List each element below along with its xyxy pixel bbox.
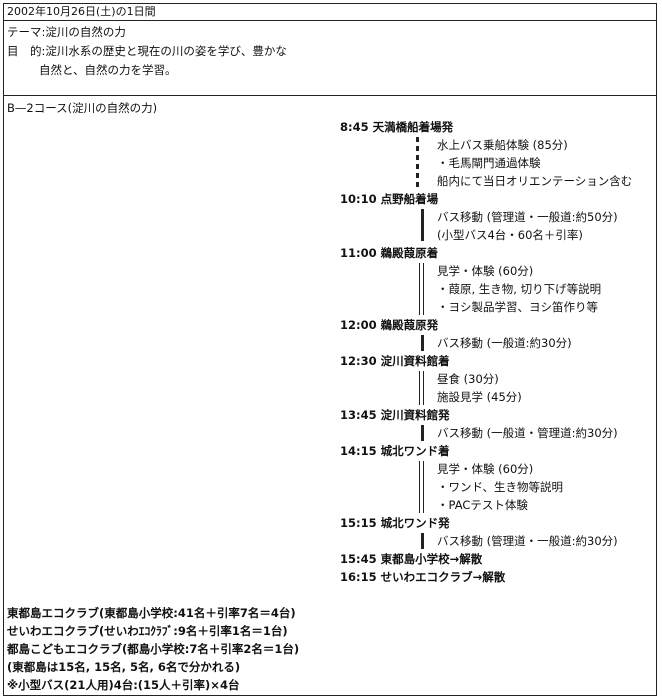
schedule-detail: バス移動 (一般道・管理道:約30分): [437, 426, 618, 440]
schedule-detail: 昼食 (30分): [437, 372, 499, 386]
schedule-time: 11:00 鵜殿葭原着: [340, 246, 439, 260]
date-heading: 2002年10月26日(土)の1日間: [7, 5, 156, 18]
document-frame: [3, 3, 657, 696]
timeline-connector: [419, 371, 424, 405]
schedule-detail: 施設見学 (45分): [437, 390, 522, 404]
schedule-detail: (小型バス4台・60名＋引率): [437, 228, 583, 242]
schedule-detail: ・ヨシ製品学習、ヨシ笛作り等: [437, 300, 598, 314]
schedule-time: 10:10 点野船着場: [340, 192, 439, 206]
timeline-connector: [419, 263, 424, 315]
schedule-time: 12:30 淀川資料館着: [340, 354, 450, 368]
schedule-detail: 船内にて当日オリエンテーション含む: [437, 174, 633, 188]
schedule-detail: バス移動 (管理道・一般道:約50分): [437, 210, 618, 224]
schedule-detail: ・ワンド、生き物等説明: [437, 480, 564, 494]
schedule-time: 15:15 城北ワンド発: [340, 516, 450, 530]
schedule-detail: ・PACテスト体験: [437, 498, 528, 512]
schedule-time: 12:00 鵜殿葭原発: [340, 318, 439, 332]
schedule-detail: 見学・体験 (60分): [437, 462, 534, 476]
timeline-connector: [416, 137, 419, 189]
schedule-detail: ・毛馬閘門通過体験: [437, 156, 541, 170]
participant-note: ※小型バス(21人用)4台:(15人＋引率)×4台: [7, 678, 240, 692]
schedule-time: 16:15 せいわエコクラブ→解散: [340, 570, 506, 584]
participant-line: せいわエコクラブ(せいわｴｺｸﾗﾌﾞ:9名＋引率1名＝1台): [7, 624, 288, 638]
schedule-time: 14:15 城北ワンド着: [340, 444, 450, 458]
divider-line: [4, 20, 656, 21]
schedule-detail: バス移動 (管理道・一般道:約30分): [437, 534, 618, 548]
schedule-detail: ・葭原, 生き物, 切り下げ等説明: [437, 282, 602, 296]
schedule-time: 13:45 淀川資料館発: [340, 408, 450, 422]
purpose-text-cont: 自然と、自然の力を学習。: [39, 63, 177, 77]
purpose-text: 目 的:淀川水系の歴史と現在の川の姿を学び、豊かな: [7, 44, 287, 58]
schedule-detail: バス移動 (一般道:約30分): [437, 336, 572, 350]
schedule-detail: 水上バス乗船体験 (85分): [437, 138, 568, 152]
participant-line: 東都島エコクラブ(東都島小学校:41名＋引率7名＝4台): [7, 606, 296, 620]
timeline-connector: [421, 425, 424, 441]
theme-text: テーマ:淀川の自然の力: [7, 25, 126, 39]
schedule-time: 15:45 東都島小学校→解散: [340, 552, 483, 566]
timeline-connector: [421, 533, 424, 549]
divider-line: [4, 95, 656, 96]
schedule-detail: 見学・体験 (60分): [437, 264, 534, 278]
timeline-connector: [421, 335, 424, 351]
participant-note: (東都島は15名, 15名, 5名, 6名で分かれる): [7, 660, 241, 674]
participant-line: 都島こどもエコクラブ(都島小学校:7名＋引率2名＝1台): [7, 642, 300, 656]
timeline-connector: [419, 461, 424, 513]
timeline-connector: [421, 209, 424, 241]
course-title: B—2コース(淀川の自然の力): [7, 101, 158, 115]
schedule-time: 8:45 天満橋船着場発: [340, 120, 454, 134]
